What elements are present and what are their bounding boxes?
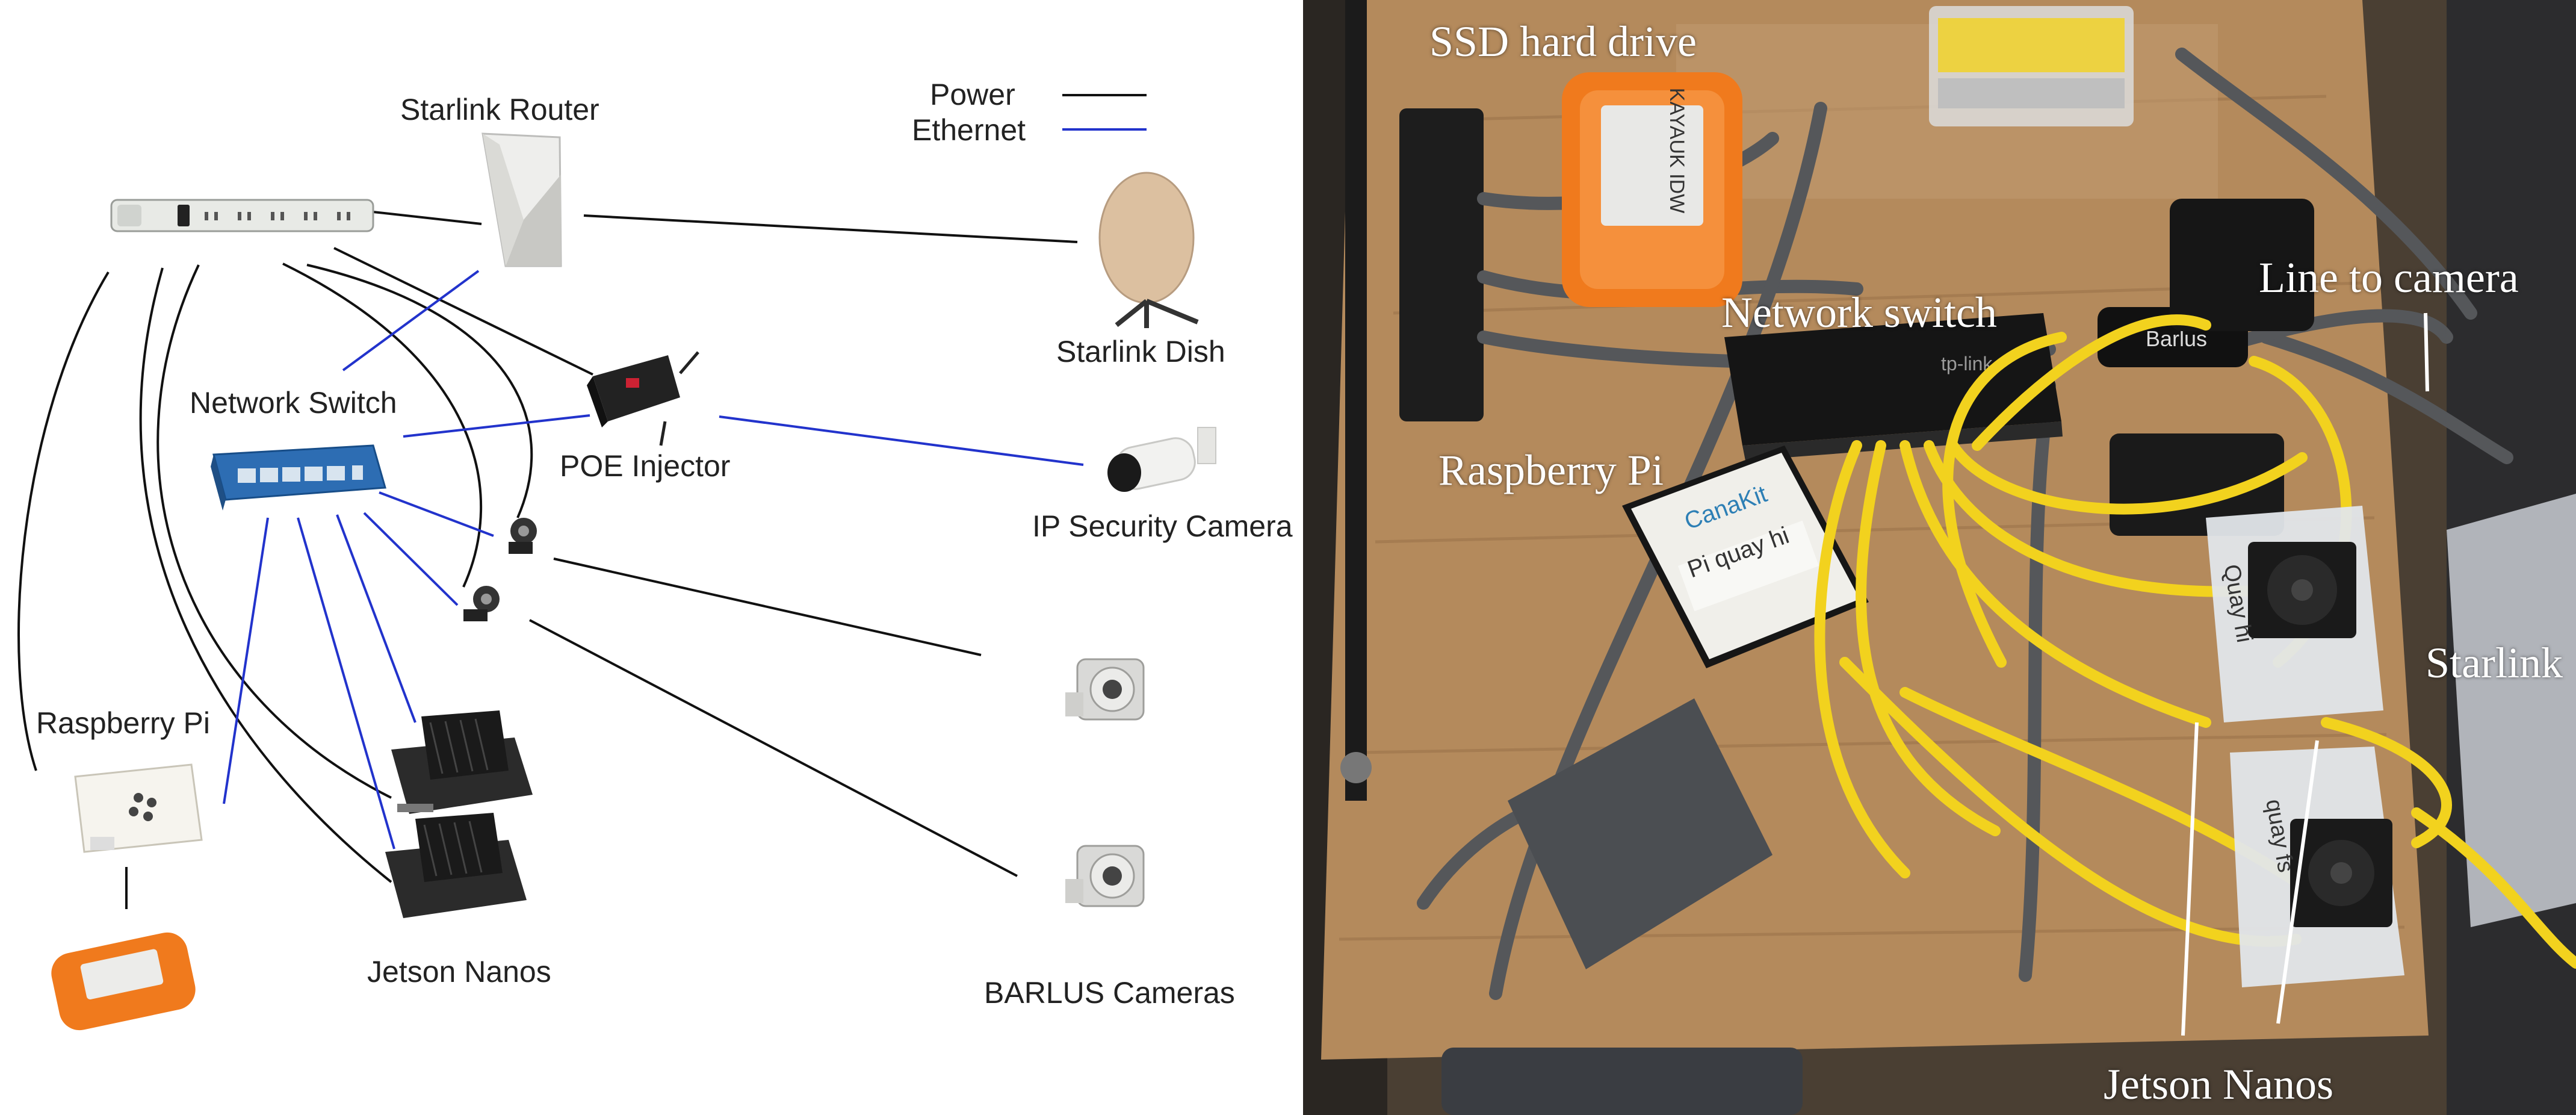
- power-line-strip-barlus2: [282, 262, 483, 588]
- ethernet-cables: [223, 270, 1084, 849]
- eth-line-switch-barlus1: [379, 491, 494, 537]
- barlus-adapter-2-icon: [463, 586, 500, 621]
- power-strip-icon: [110, 199, 374, 232]
- photo-line-to-camera-label: Line to camera: [2259, 253, 2519, 302]
- power-line-strip-pi: [17, 271, 110, 771]
- power-line-barlus1-cam: [553, 558, 982, 656]
- ssd-drive: KAYAUK IDW: [1562, 72, 1742, 307]
- power-line-strip-jetson1: [156, 264, 392, 799]
- fuse-box: [1929, 6, 2134, 126]
- power-line-strip-jetson2: [139, 267, 392, 883]
- photo-starlink-label: Starlink: [2426, 639, 2563, 687]
- barlus-camera-1-icon: [1065, 658, 1145, 721]
- network-switch-icon: [211, 444, 386, 511]
- jetson-nano-2-device: quay fs: [2230, 747, 2404, 987]
- barlus-adapter-1-icon: [509, 518, 537, 554]
- photo-network-switch-label: Network switch: [1721, 288, 1997, 337]
- power-line-barlus2-cam: [529, 619, 1018, 877]
- power-line-strip-router: [373, 211, 482, 225]
- poe-injector-label: POE Injector: [560, 449, 731, 483]
- starlink-dish-icon: [1098, 172, 1199, 328]
- pointer-lines: [2181, 312, 2429, 1036]
- starlink-dish-edge: [2447, 494, 2576, 927]
- jetson-nano-1-icon: [391, 710, 533, 814]
- bottom-block: [1441, 1048, 1803, 1115]
- eth-line-switch-barlus2: [363, 512, 459, 606]
- power-line-strip-barlus1: [306, 264, 533, 518]
- legend-ethernet-label: Ethernet: [912, 113, 1026, 147]
- network-switch-label: Network Switch: [190, 386, 397, 420]
- ssd-icon: [51, 932, 196, 1031]
- eth-line-switch-pi: [223, 517, 269, 804]
- eth-line-router-switch: [342, 270, 480, 371]
- eth-line-switch-jetson1: [336, 514, 416, 723]
- starlink-dish-label: Starlink Dish: [1056, 335, 1225, 368]
- wiring-diagram: Power Ethernet Starlink Router Starlink …: [17, 78, 1293, 1031]
- power-outlet-block: [1399, 108, 1484, 421]
- power-line-strip-poe: [333, 247, 593, 376]
- power-bank: [1508, 698, 1773, 969]
- power-supply-box: [2170, 199, 2314, 331]
- legend-power-label: Power: [930, 78, 1015, 111]
- raspberry-pi-icon: [74, 763, 203, 853]
- ip-camera-label: IP Security Camera: [1032, 509, 1293, 543]
- yellow-ethernet-cables: [1814, 314, 2576, 969]
- eth-line-poe-ipcam: [719, 415, 1084, 466]
- eth-line-switch-poe: [403, 414, 590, 438]
- diagram-canvas: [17, 94, 1216, 1031]
- jetson-nanos-label: Jetson Nanos: [367, 955, 551, 989]
- photo-raspberry-pi-label: Raspberry Pi: [1438, 446, 1664, 494]
- photo-ssd-label: SSD hard drive: [1429, 17, 1697, 66]
- raspberry-pi-device: CanaKit Pi quay hi: [1622, 446, 1869, 668]
- photo-jetson-nanos-label: Jetson Nanos: [2104, 1060, 2333, 1108]
- starlink-router-icon: [481, 132, 562, 267]
- jetson-nano-1-device: Quay hi: [2206, 506, 2383, 722]
- starlink-router-label: Starlink Router: [400, 93, 599, 126]
- eth-line-switch-jetson2: [297, 517, 395, 849]
- barlus-cameras-label: BARLUS Cameras: [984, 976, 1235, 1010]
- power-cables: [17, 211, 1078, 909]
- power-line-router-dish: [583, 214, 1078, 243]
- raspberry-pi-label: Raspberry Pi: [36, 706, 210, 740]
- ssd-tape-text: KAYAUK IDW: [1665, 88, 1688, 213]
- setup-photo: KAYAUK IDW tp-link Barlus CanaKit Pi qua…: [1303, 0, 2576, 1115]
- ip-camera-icon: [1107, 427, 1216, 492]
- barlus-camera-2-icon: [1065, 845, 1145, 907]
- jetson-nano-2-icon: [385, 813, 527, 918]
- poe-injector-icon: [587, 351, 699, 446]
- rod-bolt: [1340, 752, 1372, 783]
- photo-canvas: KAYAUK IDW tp-link Barlus CanaKit Pi qua…: [1303, 0, 2576, 1115]
- support-rod: [1345, 0, 1367, 801]
